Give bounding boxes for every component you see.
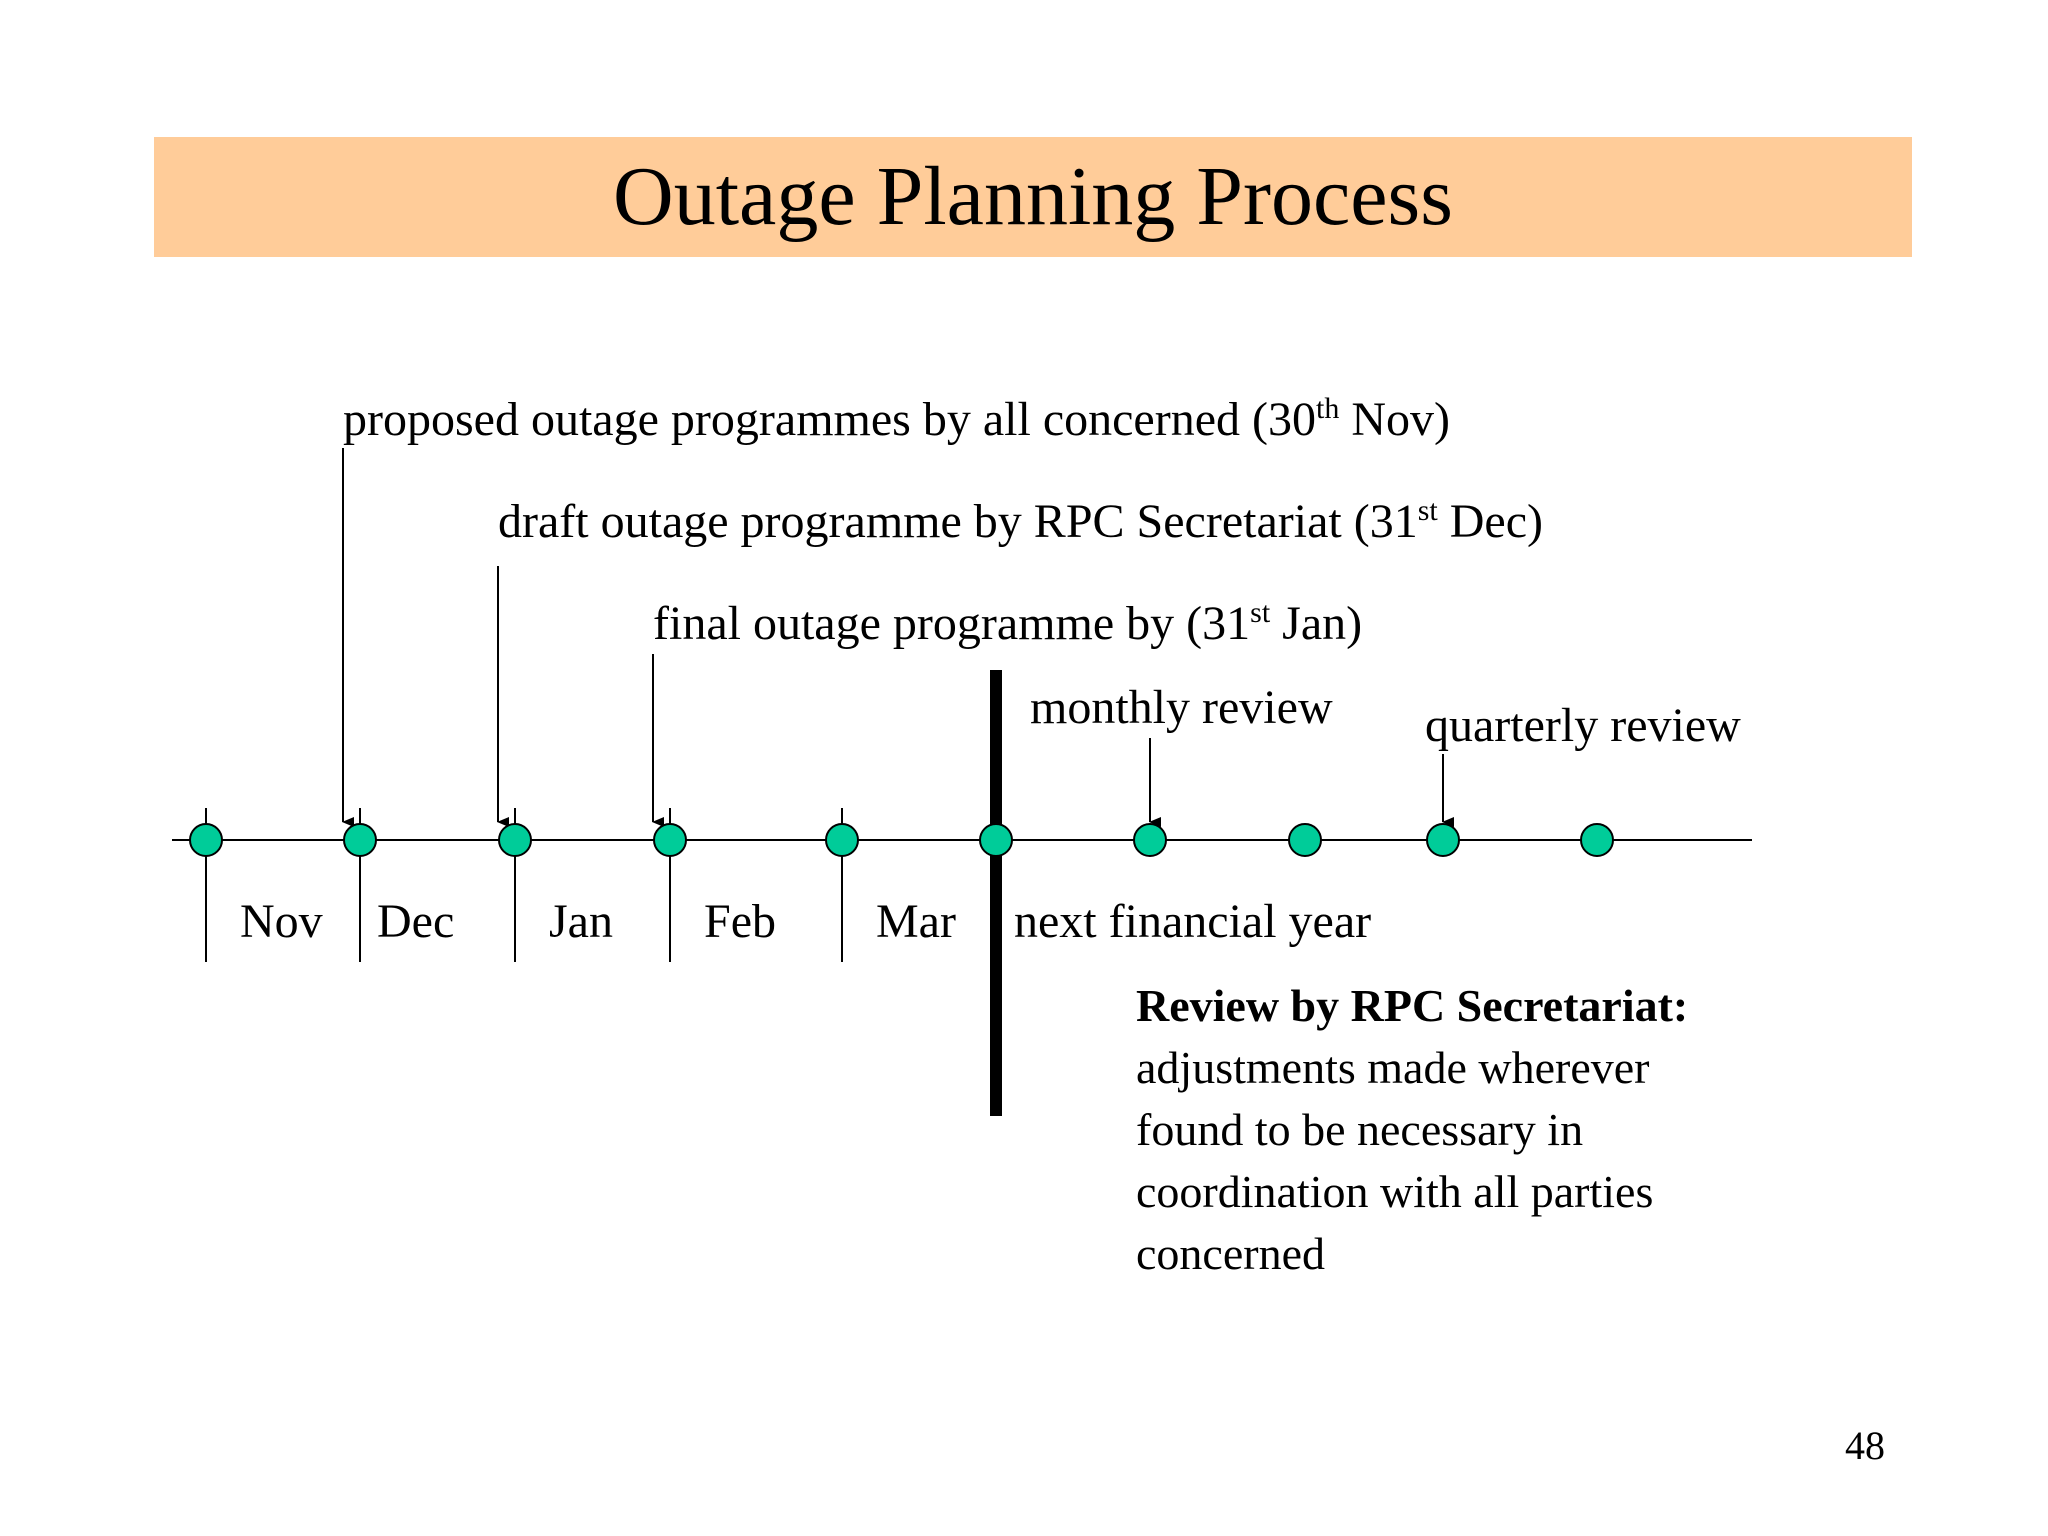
annotation-draft-sup: st: [1417, 494, 1438, 527]
annotation-proposed-sup: th: [1316, 392, 1340, 425]
annotation-draft: draft outage programme by RPC Secretaria…: [498, 494, 1543, 548]
annotation-monthly-review: monthly review: [1030, 681, 1333, 734]
title-banner: Outage Planning Process: [154, 137, 1912, 257]
review-line: coordination with all parties: [1136, 1166, 1654, 1217]
timeline-node: [1426, 823, 1460, 857]
review-text-block: Review by RPC Secretariat: adjustments m…: [1136, 975, 1688, 1285]
timeline-node: [343, 823, 377, 857]
timeline-node: [498, 823, 532, 857]
month-label-jan: Jan: [549, 895, 613, 948]
review-line: adjustments made wherever: [1136, 1042, 1650, 1093]
review-heading: Review by RPC Secretariat:: [1136, 980, 1689, 1031]
timeline-node: [653, 823, 687, 857]
timeline-node: [825, 823, 859, 857]
page-number: 48: [1845, 1423, 1885, 1468]
timeline-node: [1580, 823, 1614, 857]
review-line: found to be necessary in: [1136, 1104, 1584, 1155]
annotation-final-sup: st: [1250, 596, 1271, 629]
annotation-final: final outage programme by (31st Jan): [653, 596, 1363, 650]
month-label-dec: Dec: [377, 895, 455, 948]
timeline-node: [979, 823, 1013, 857]
next-financial-year-label: next financial year: [1014, 895, 1372, 948]
month-label-nov: Nov: [240, 895, 323, 948]
review-line: concerned: [1136, 1228, 1325, 1279]
annotation-quarterly-review: quarterly review: [1425, 699, 1741, 752]
month-label-mar: Mar: [876, 895, 956, 948]
month-label-feb: Feb: [704, 895, 776, 948]
timeline-node: [189, 823, 223, 857]
slide-title: Outage Planning Process: [613, 150, 1453, 243]
timeline-node: [1133, 823, 1167, 857]
timeline-node: [1288, 823, 1322, 857]
annotation-proposed: proposed outage programmes by all concer…: [343, 392, 1451, 446]
